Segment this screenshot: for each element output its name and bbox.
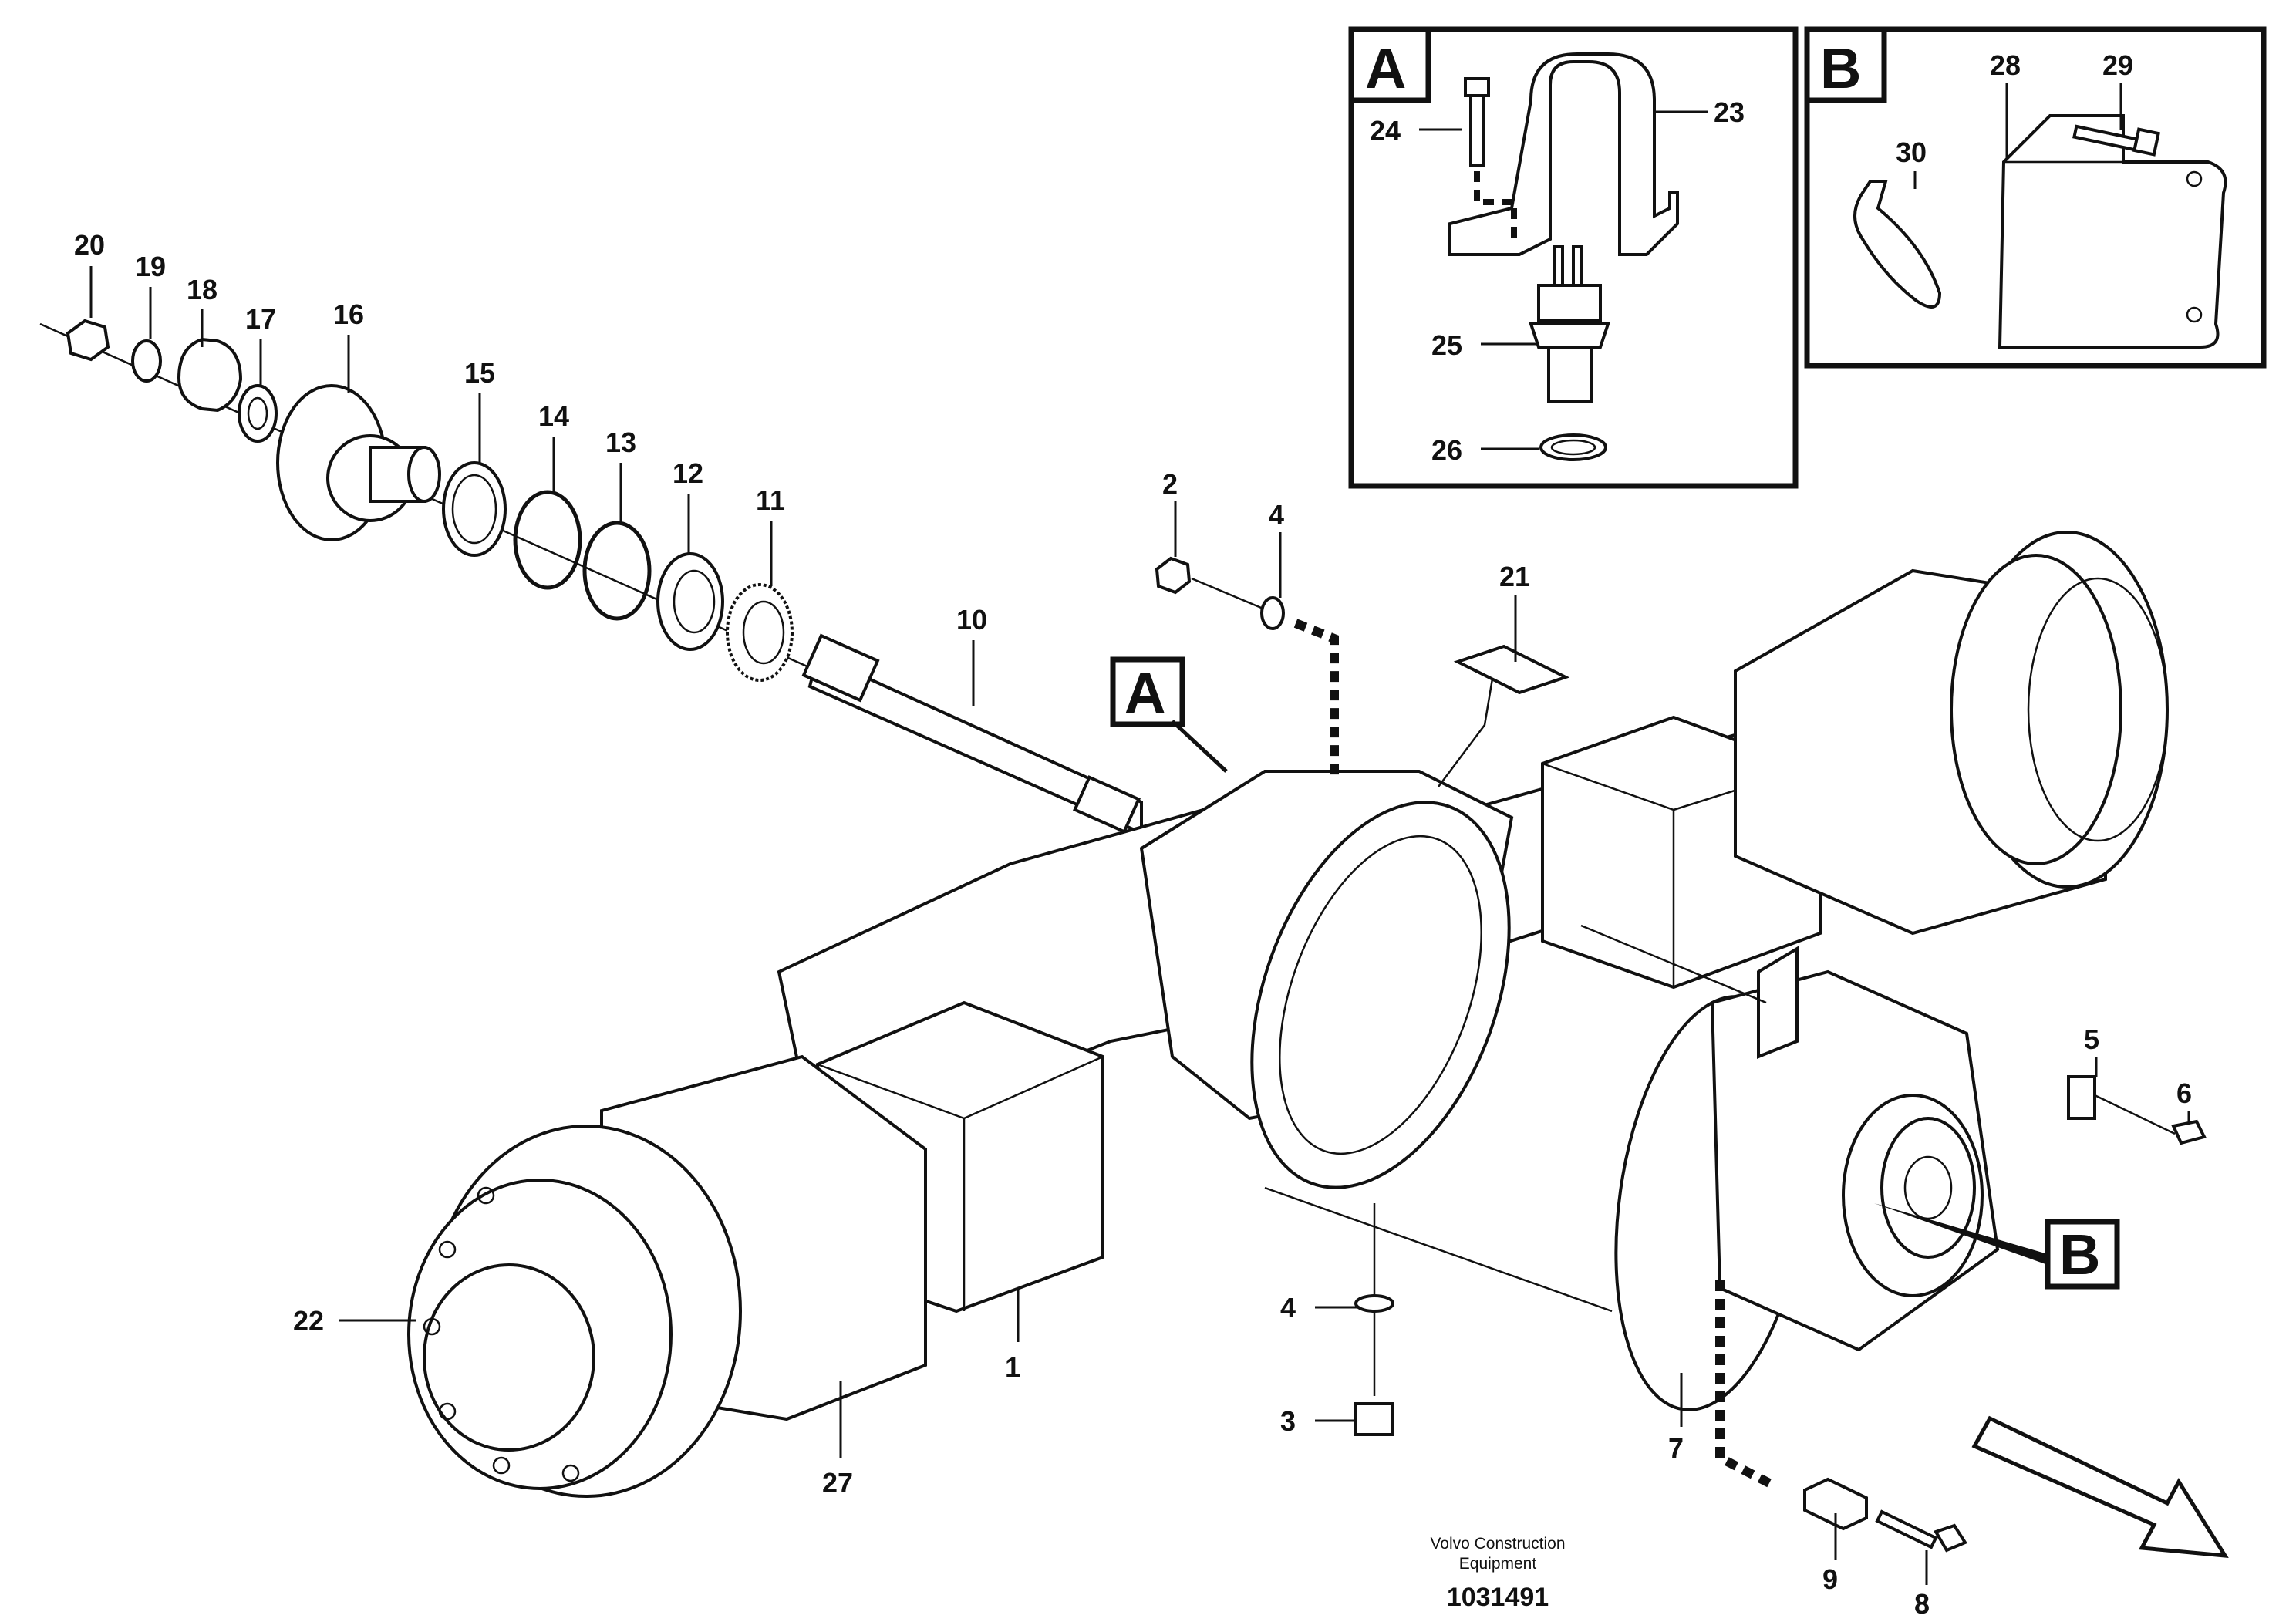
drawing-number: 1031491 xyxy=(1447,1583,1549,1612)
label-15: 15 xyxy=(464,357,495,389)
label-16: 16 xyxy=(333,298,364,330)
right-hub-assembly xyxy=(1734,531,2169,936)
breather-plug-part-2 xyxy=(1155,556,1266,611)
bolt-part-8 xyxy=(1875,1509,1967,1553)
label-26: 26 xyxy=(1431,434,1462,466)
cable-tie-part-30 xyxy=(1853,180,1942,309)
label-17: 17 xyxy=(245,303,276,335)
label-27: 27 xyxy=(822,1467,853,1499)
callout-b-main: B xyxy=(1874,1203,2120,1290)
differential-carrier-part-7 xyxy=(1614,946,2000,1411)
bearing-part-12 xyxy=(656,552,724,651)
lock-plate-part-18 xyxy=(177,337,243,413)
svg-text:A: A xyxy=(1124,661,1165,725)
label-4-bottom: 4 xyxy=(1280,1292,1296,1324)
inset-b: B 28 29 30 xyxy=(1804,26,2267,369)
washer-part-4-top xyxy=(1260,596,1285,630)
left-hub-assembly: 22 27 xyxy=(293,1054,927,1499)
label-30: 30 xyxy=(1896,137,1927,168)
bolt-part-24 xyxy=(1464,77,1490,97)
label-10: 10 xyxy=(956,604,987,636)
label-9: 9 xyxy=(1822,1563,1838,1595)
label-23: 23 xyxy=(1714,96,1745,128)
bracket-part-23 xyxy=(1448,52,1679,256)
inset-b-label: B xyxy=(1820,36,1861,100)
washer-part-4-bottom xyxy=(1354,1294,1394,1313)
label-29: 29 xyxy=(2102,49,2133,81)
label-7: 7 xyxy=(1668,1432,1684,1464)
sensor-part-25 xyxy=(1529,245,1610,403)
bolt-part-29 xyxy=(2072,124,2160,157)
nut-part-20 xyxy=(66,319,110,362)
callout-a-main: A xyxy=(1110,656,1228,773)
flange-part-16 xyxy=(276,384,441,541)
label-2: 2 xyxy=(1162,468,1178,500)
label-20: 20 xyxy=(74,229,105,261)
sensor-ring-part-11 xyxy=(726,583,794,682)
footer-company-line1: Volvo Construction xyxy=(1430,1535,1565,1553)
label-11: 11 xyxy=(756,484,785,516)
washer-part-17 xyxy=(238,384,278,443)
vent-part-21 xyxy=(1438,644,1570,787)
footer: Volvo Construction Equipment 1031491 xyxy=(1430,1535,1565,1612)
label-13: 13 xyxy=(605,427,636,458)
inset-a: A 23 24 25 26 xyxy=(1348,26,1799,489)
spacer-part-9 xyxy=(1803,1477,1868,1531)
guard-part-28 xyxy=(1998,114,2227,349)
label-21: 21 xyxy=(1499,561,1530,592)
label-19: 19 xyxy=(135,251,166,282)
o-ring-part-13 xyxy=(582,521,652,621)
svg-text:B: B xyxy=(2059,1222,2100,1286)
label-22: 22 xyxy=(293,1305,324,1337)
forward-direction-arrow xyxy=(1971,1415,2229,1558)
label-5: 5 xyxy=(2084,1023,2099,1055)
label-6: 6 xyxy=(2176,1077,2192,1109)
label-14: 14 xyxy=(538,400,569,432)
label-8: 8 xyxy=(1914,1588,1930,1620)
label-18: 18 xyxy=(187,274,217,305)
footer-company-line2: Equipment xyxy=(1459,1555,1537,1573)
label-3: 3 xyxy=(1280,1405,1296,1437)
label-1: 1 xyxy=(1005,1351,1020,1383)
inset-a-label: A xyxy=(1365,36,1406,100)
circlip-part-14 xyxy=(513,490,582,590)
label-25: 25 xyxy=(1431,329,1462,361)
label-4-top: 4 xyxy=(1269,499,1284,531)
screw-part-6 xyxy=(2171,1119,2207,1145)
exploded-shaft-parts: 20 19 18 17 16 15 14 13 12 11 10 xyxy=(39,229,1143,836)
lock-ring-part-19 xyxy=(131,339,162,383)
label-24: 24 xyxy=(1370,115,1401,147)
cover-plate-part-5 xyxy=(2067,1075,2096,1120)
drain-plug-part-3 xyxy=(1354,1402,1394,1436)
label-28: 28 xyxy=(1990,49,2021,81)
seal-ring-part-26 xyxy=(1539,433,1607,461)
label-12: 12 xyxy=(673,457,703,489)
